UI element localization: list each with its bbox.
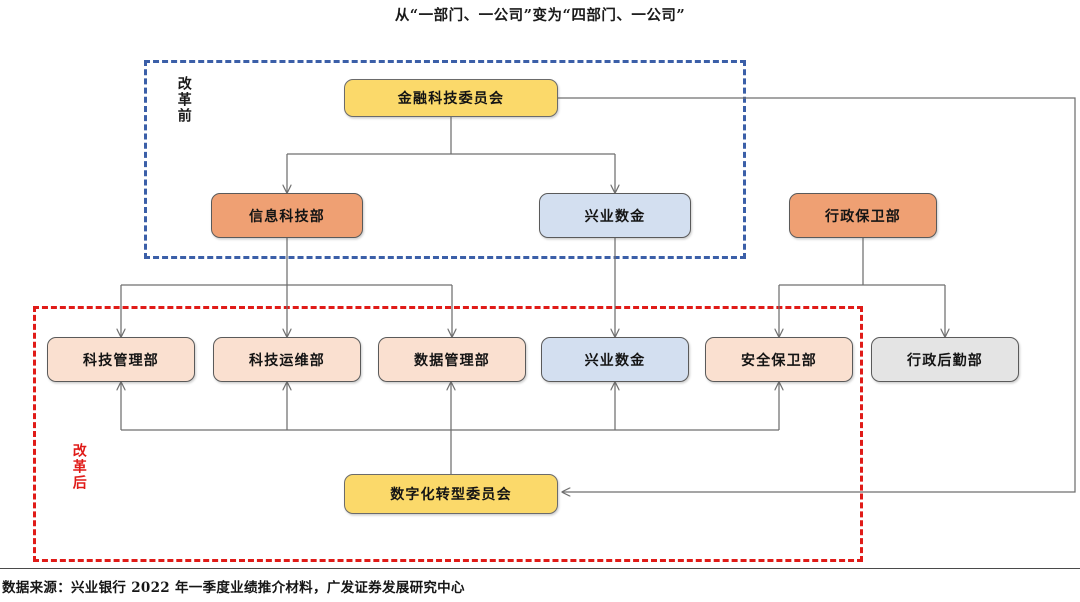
node-before-committee[interactable]: 金融科技委员会	[344, 79, 558, 117]
node-after-committee[interactable]: 数字化转型委员会	[344, 474, 558, 514]
phase-label-before: 改革前	[175, 76, 192, 124]
node-after-digital-co[interactable]: 兴业数金	[541, 337, 689, 382]
node-admin-security[interactable]: 行政保卫部	[789, 193, 937, 238]
source-note: 数据来源：兴业银行 2022 年一季度业绩推介材料，广发证券发展研究中心	[2, 580, 465, 596]
node-after-tech-ops[interactable]: 科技运维部	[213, 337, 361, 382]
node-after-tech-mgmt[interactable]: 科技管理部	[47, 337, 195, 382]
footer-divider	[0, 568, 1080, 569]
page-title: 从“一部门、一公司”变为“四部门、一公司”	[394, 7, 686, 24]
node-before-it-dept[interactable]: 信息科技部	[211, 193, 363, 238]
node-after-security[interactable]: 安全保卫部	[705, 337, 853, 382]
node-after-admin-logistics[interactable]: 行政后勤部	[871, 337, 1019, 382]
node-after-data-mgmt[interactable]: 数据管理部	[378, 337, 526, 382]
phase-label-after: 改革后	[70, 443, 87, 491]
node-before-digital-co[interactable]: 兴业数金	[539, 193, 691, 238]
